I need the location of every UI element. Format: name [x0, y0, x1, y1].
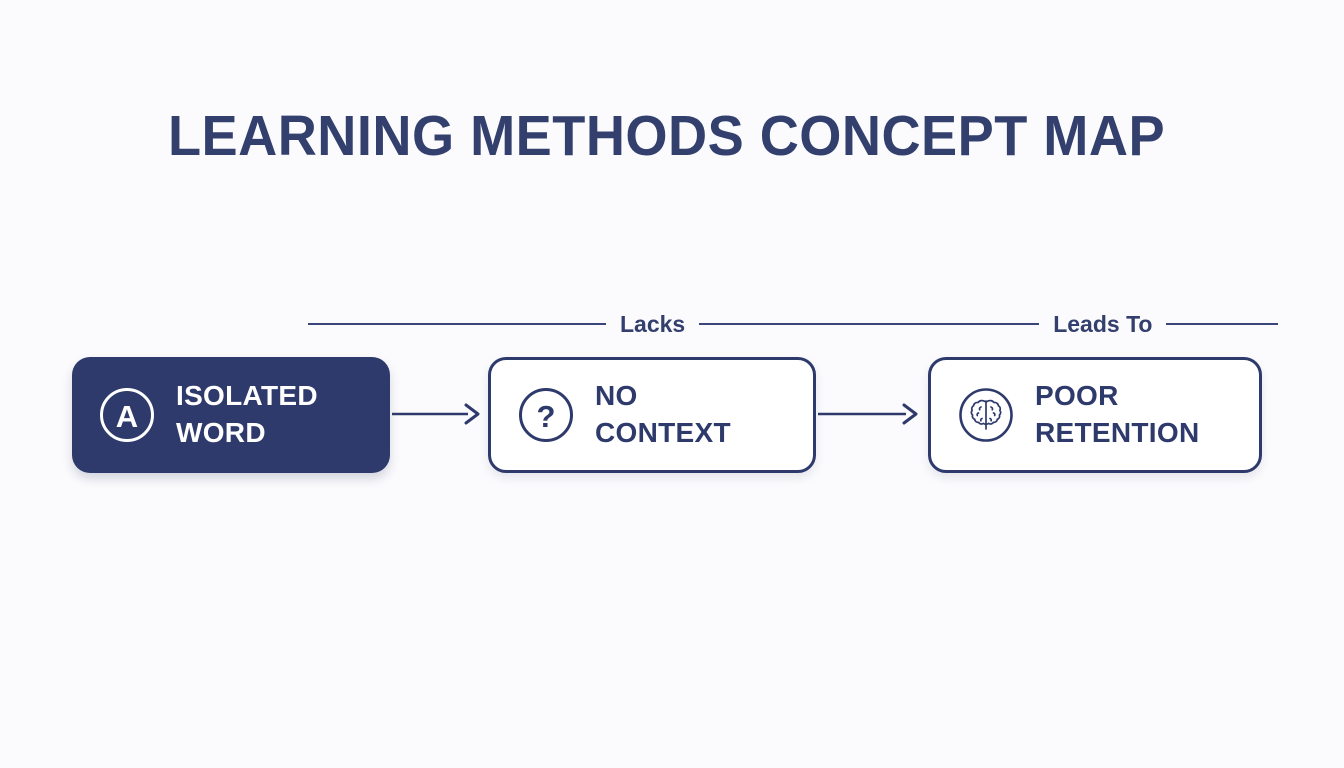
arrow-no-context-to-poor-retention	[818, 403, 918, 425]
relationship-label-lacks: Lacks	[620, 311, 686, 337]
node-no-context[interactable]: ? NO CONTEXT	[488, 357, 816, 473]
relationship-label-band: Lacks Leads To	[308, 310, 1279, 338]
connector-rule-right	[1166, 323, 1279, 325]
node-label-isolated-word: ISOLATED WORD	[176, 380, 318, 448]
node-label-no-context: NO CONTEXT	[595, 380, 731, 448]
svg-text:A: A	[116, 399, 138, 434]
connector-rule-left	[308, 323, 606, 325]
node-isolated-word[interactable]: A ISOLATED WORD	[72, 357, 390, 473]
node-label-poor-retention: POOR RETENTION	[1035, 380, 1200, 448]
svg-text:?: ?	[537, 399, 556, 434]
circled-letter-a-icon: A	[100, 388, 154, 442]
page-title: LEARNING METHODS CONCEPT MAP	[168, 104, 1166, 168]
connector-rule-middle	[699, 323, 1040, 325]
circled-brain-icon	[959, 388, 1013, 442]
arrow-isolated-word-to-no-context	[392, 403, 480, 425]
circled-question-mark-icon: ?	[519, 388, 573, 442]
relationship-label-leads-to: Leads To	[1053, 311, 1153, 337]
node-poor-retention[interactable]: POOR RETENTION	[928, 357, 1262, 473]
